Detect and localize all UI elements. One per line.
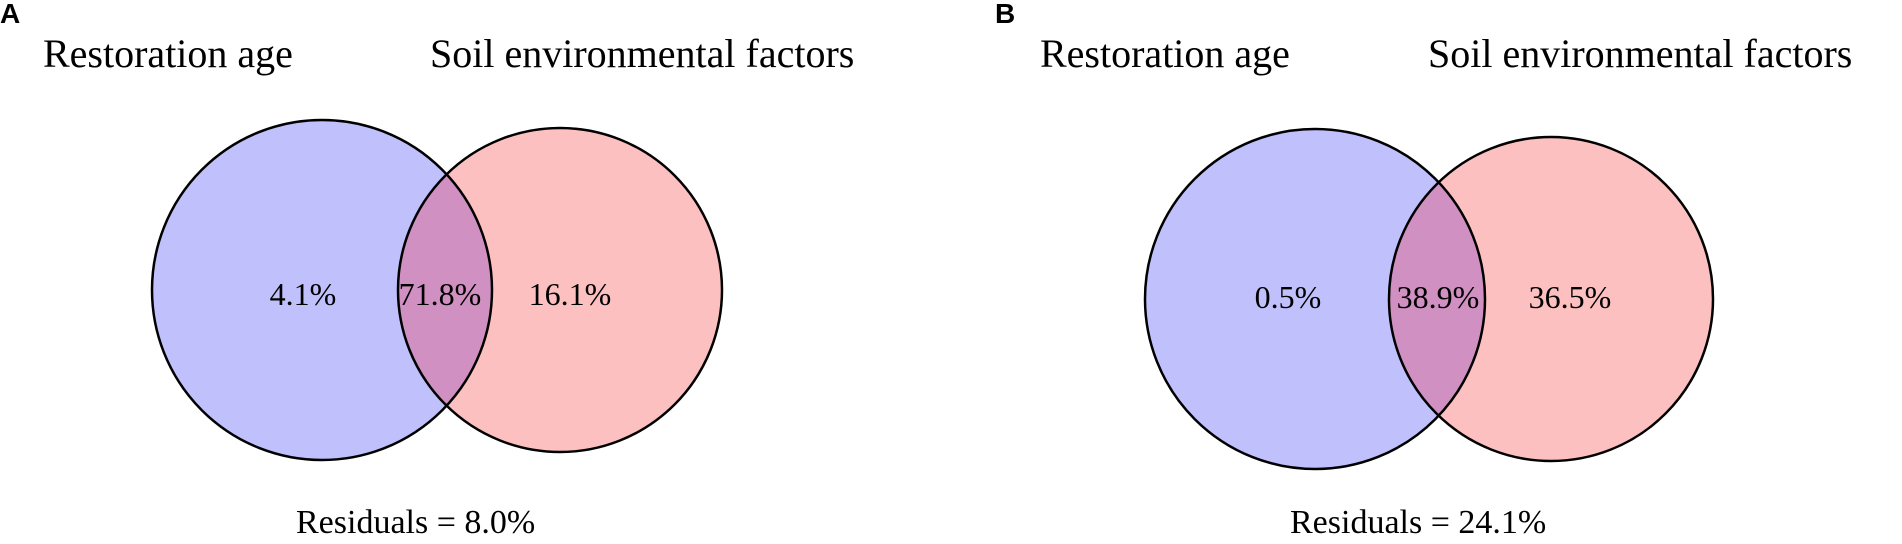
restoration-age-outline [1143,127,1487,471]
set-b-label: Soil environmental factors [1428,31,1853,76]
panel-letter: B [995,0,1016,29]
soil-factors-outline [396,126,724,454]
set-b-label: Soil environmental factors [430,31,855,76]
venn-diagram: 0.5% 38.9% 36.5% [1143,127,1715,471]
soil-factors-circle [1389,137,1713,461]
soil-factors-outline [1387,135,1715,463]
only-restoration-age-value: 4.1% [270,276,337,312]
restoration-age-circle [1145,129,1485,469]
restoration-age-outline [150,118,494,462]
residuals-label: Residuals = 24.1% [1290,504,1547,541]
overlap-value: 71.8% [399,276,482,312]
panel-letter: A [0,0,21,29]
only-restoration-age-value: 0.5% [1255,279,1322,315]
set-a-label: Restoration age [43,31,293,76]
restoration-age-circle [152,120,492,460]
residuals-label: Residuals = 8.0% [296,504,536,541]
overlap-value: 38.9% [1397,279,1480,315]
panel-a: A Restoration age Soil environmental fac… [0,0,855,541]
only-soil-factors-value: 16.1% [529,276,612,312]
soil-factors-circle [398,128,722,452]
set-a-label: Restoration age [1040,31,1290,76]
panel-b: B Restoration age Soil environmental fac… [995,0,1902,544]
only-soil-factors-value: 36.5% [1529,279,1612,315]
venn-diagram: 4.1% 71.8% 16.1% [150,118,724,462]
